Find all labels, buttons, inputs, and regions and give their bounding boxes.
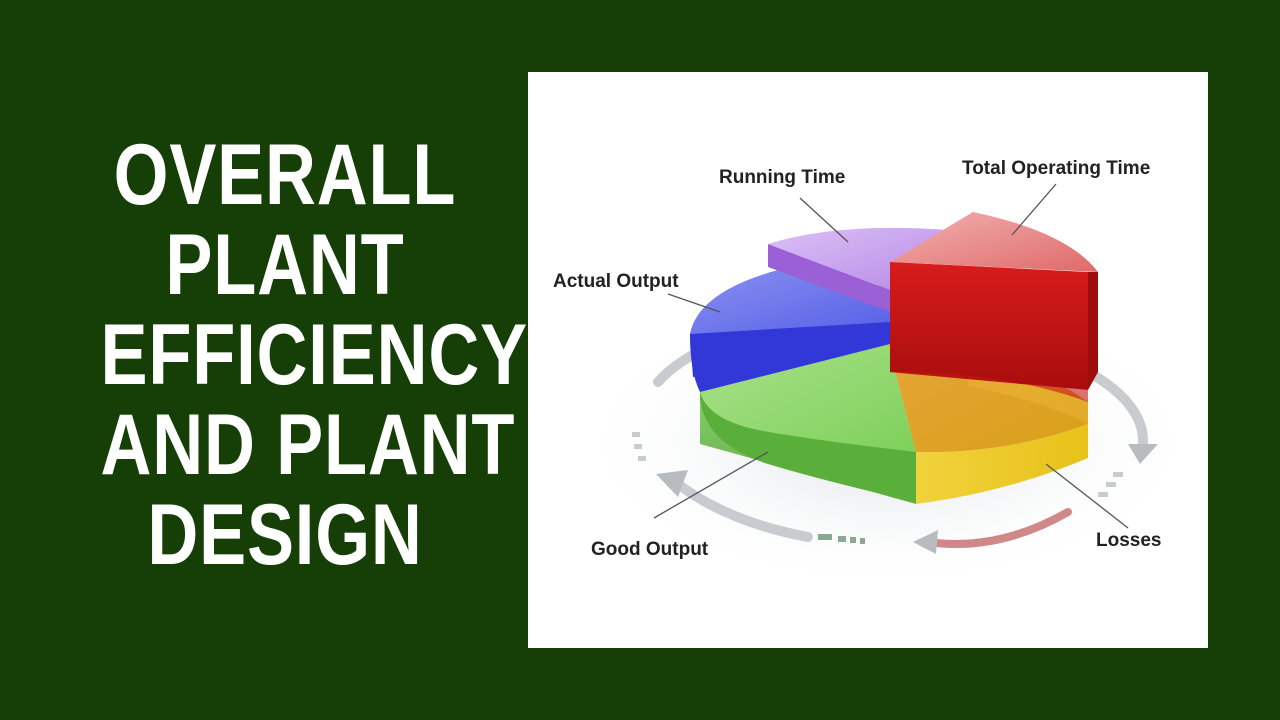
leader-lines	[653, 183, 1129, 529]
arrow-head-bottom	[913, 530, 938, 554]
title-line-3: EFFICIENCY	[100, 307, 528, 403]
label-total-operating-time: Total Operating Time	[962, 158, 1150, 179]
label-actual-output: Actual Output	[553, 271, 679, 292]
dash-marks-right	[1098, 472, 1123, 497]
leader-losses	[1045, 463, 1129, 529]
title-line-4: AND PLANT	[100, 397, 516, 493]
title-line-2: PLANT	[165, 217, 405, 313]
title-line-5: DESIGN	[147, 487, 423, 583]
dash-marks-left	[632, 432, 646, 461]
leader-total-operating-time	[1011, 183, 1057, 236]
label-good-output: Good Output	[591, 539, 709, 560]
arrow-head-left	[656, 470, 688, 497]
arrow-arc-bottom-left	[673, 479, 813, 542]
label-running-time: Running Time	[719, 167, 845, 188]
leader-good-output	[653, 451, 769, 519]
leader-actual-output	[667, 293, 721, 313]
leader-running-time	[799, 197, 849, 243]
pie-diagram-panel: Running Time Total Operating Time Actual…	[528, 72, 1208, 648]
label-losses: Losses	[1096, 530, 1161, 551]
arrow-arc-bottom-right	[924, 508, 1072, 548]
pie-diagram: Running Time Total Operating Time Actual…	[553, 158, 1208, 592]
slice-good-output	[700, 344, 916, 504]
arrow-arc-right	[1083, 367, 1149, 447]
slice-total-operating-time	[890, 212, 1098, 402]
slide-title: OVERALL PLANT EFFICIENCY AND PLANT DESIG…	[60, 127, 528, 583]
arrow-head-right	[1128, 444, 1158, 464]
title-line-1: OVERALL	[113, 127, 457, 223]
dash-marks-bottom	[818, 534, 865, 544]
